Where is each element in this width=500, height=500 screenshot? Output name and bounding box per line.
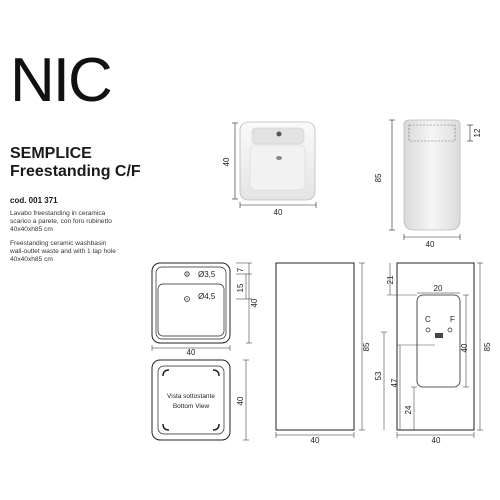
back-d24: 24 [404,405,413,414]
desc-it-line: scarico a parete, con foro rubinetto [10,218,112,225]
front-w40: 40 [311,436,320,445]
back-w40: 40 [432,436,441,445]
desc-it-line: 40x40xh85 cm [10,226,53,233]
side-view-drawing: 85 12 40 [374,119,482,249]
plan-hole2-dim: Ø4,5 [198,292,216,301]
side-height-dim: 85 [374,173,383,182]
product-code: cod. 001 371 [10,196,58,205]
front-elevation-drawing: 85 40 [275,262,371,445]
side-width-dim: 40 [426,240,435,249]
front-h85: 85 [362,342,371,351]
desc-en-line: wall-outlet waste and with 1 tap hole [10,248,116,255]
product-name-line2: Freestanding C/F [10,163,141,180]
bottom-view-label-it: Vista sottostante [167,393,215,400]
back-label-c: C [425,315,431,324]
top-depth-dim: 40 [222,157,231,166]
back-label-f: F [450,315,455,324]
bottom-d40-vertical: 40 [236,396,245,405]
plan-d40-horizontal: 40 [187,348,196,357]
brand-logo: NIC [10,46,113,115]
plan-d7: 7 [236,267,245,272]
back-d20: 20 [434,284,443,293]
top-view-drawing: 40 40 [222,121,317,217]
product-title: SEMPLICE Freestanding C/F [10,145,141,181]
back-h85: 85 [483,342,492,351]
bottom-view-label-en: Bottom View [173,403,210,410]
top-width-dim: 40 [274,208,283,217]
plan-d40-vertical: 40 [250,298,259,307]
desc-it-line: Lavabo freestanding in ceramica [10,210,106,217]
plan-view-drawing: Ø3,5 Ø4,5 7 15 40 40 [151,262,259,357]
desc-en-line: 40x40xh85 cm [10,256,53,263]
description-english: Freestanding ceramic washbasin wall-outl… [10,240,160,264]
bottom-view-drawing: Vista sottostante Bottom View 40 [151,359,249,441]
product-name-line1: SEMPLICE [10,145,92,162]
side-rim-dim: 12 [473,128,482,137]
back-d53: 53 [374,371,383,380]
plan-d15: 15 [236,283,245,292]
desc-en-line: Freestanding ceramic washbasin [10,240,107,247]
plan-hole1-dim: Ø3,5 [198,270,216,279]
description-italian: Lavabo freestanding in ceramica scarico … [10,210,160,234]
back-d21: 21 [386,275,395,284]
back-d40-vertical: 40 [460,343,469,352]
back-elevation-drawing: C F 20 21 40 53 47 24 85 40 [374,262,492,445]
back-d47: 47 [390,378,399,387]
